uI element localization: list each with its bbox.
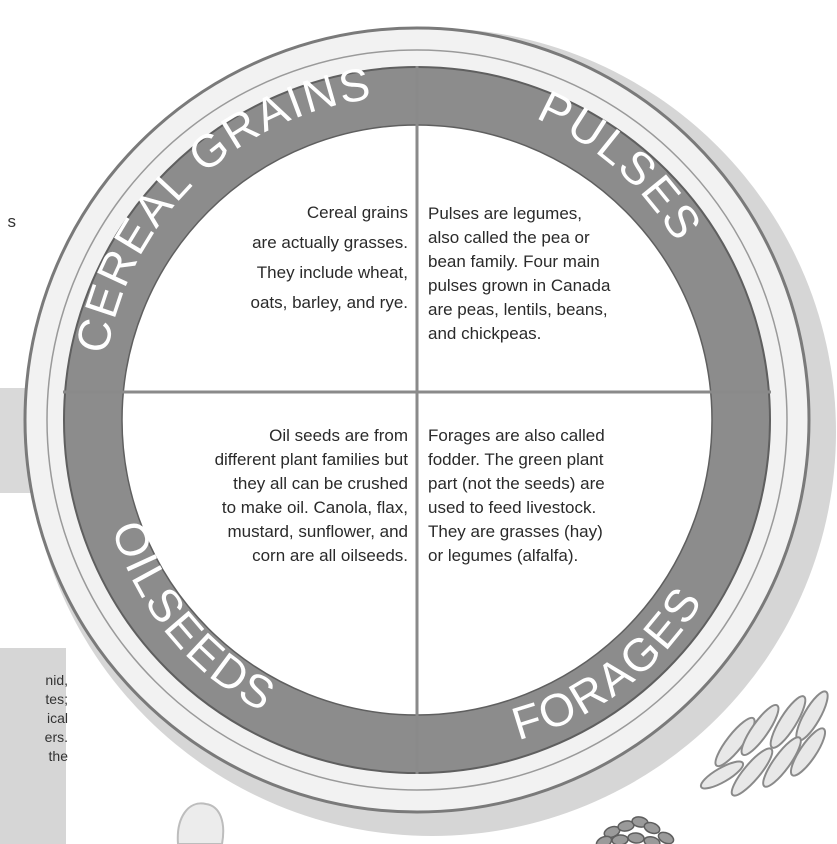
pulses-line-6: and chickpeas. [428,324,542,343]
forages-line-6: or legumes (alfalfa). [428,546,579,565]
rice-seeds-illustration [699,690,829,797]
pulses-line-2: also called the pea or [428,228,590,247]
forages-line-1: Forages are also called [428,426,605,445]
oilseeds-line-5: mustard, sunflower, and [227,522,408,541]
cereal-line-2: are actually grasses. [252,233,408,252]
oilseeds-description: Oil seeds are from different plant famil… [120,424,408,568]
forages-line-2: fodder. The green plant [428,450,604,469]
forages-line-4: used to feed livestock. [428,498,597,517]
forages-description: Forages are also called fodder. The gree… [428,424,698,568]
pulses-line-4: pulses grown in Canada [428,276,611,295]
lentil-seeds-illustration [595,816,675,844]
wheel-inner-outline [46,49,788,791]
note-line-1: nid, [45,672,68,688]
note-box [0,648,66,844]
forages-line-5: They are grasses (hay) [428,522,603,541]
pea-seed-illustration [176,802,225,844]
oilseeds-line-2: different plant families but [214,450,408,469]
pulses-line-5: are peas, lentils, beans, [428,300,608,319]
pulses-description: Pulses are legumes, also called the pea … [428,202,698,346]
cereal-line-4: oats, barley, and rye. [250,293,409,312]
oilseeds-line-6: corn are all oilseeds. [252,546,408,565]
oilseeds-line-3: they all can be crushed [233,474,408,493]
pulses-line-3: bean family. Four main [428,252,600,271]
note-line-4: ers. [44,729,68,745]
oilseeds-line-1: Oil seeds are from [269,426,408,445]
cereal-line-1: Cereal grains [306,203,408,222]
oilseeds-line-4: to make oil. Canola, flax, [221,498,408,517]
note-line-5: the [48,748,68,764]
left-edge-text-fragment: s [7,212,17,231]
cereal-line-3: They include wheat, [256,263,408,282]
cereal-grains-description: Cereal grains are actually grasses. They… [150,198,409,318]
pulses-line-1: Pulses are legumes, [428,204,583,223]
note-line-3: ical [46,710,68,726]
note-box-text-fragment: nid, tes; ical ers. the [0,671,68,766]
note-line-2: tes; [45,691,68,707]
forages-line-3: part (not the seeds) are [428,474,605,493]
